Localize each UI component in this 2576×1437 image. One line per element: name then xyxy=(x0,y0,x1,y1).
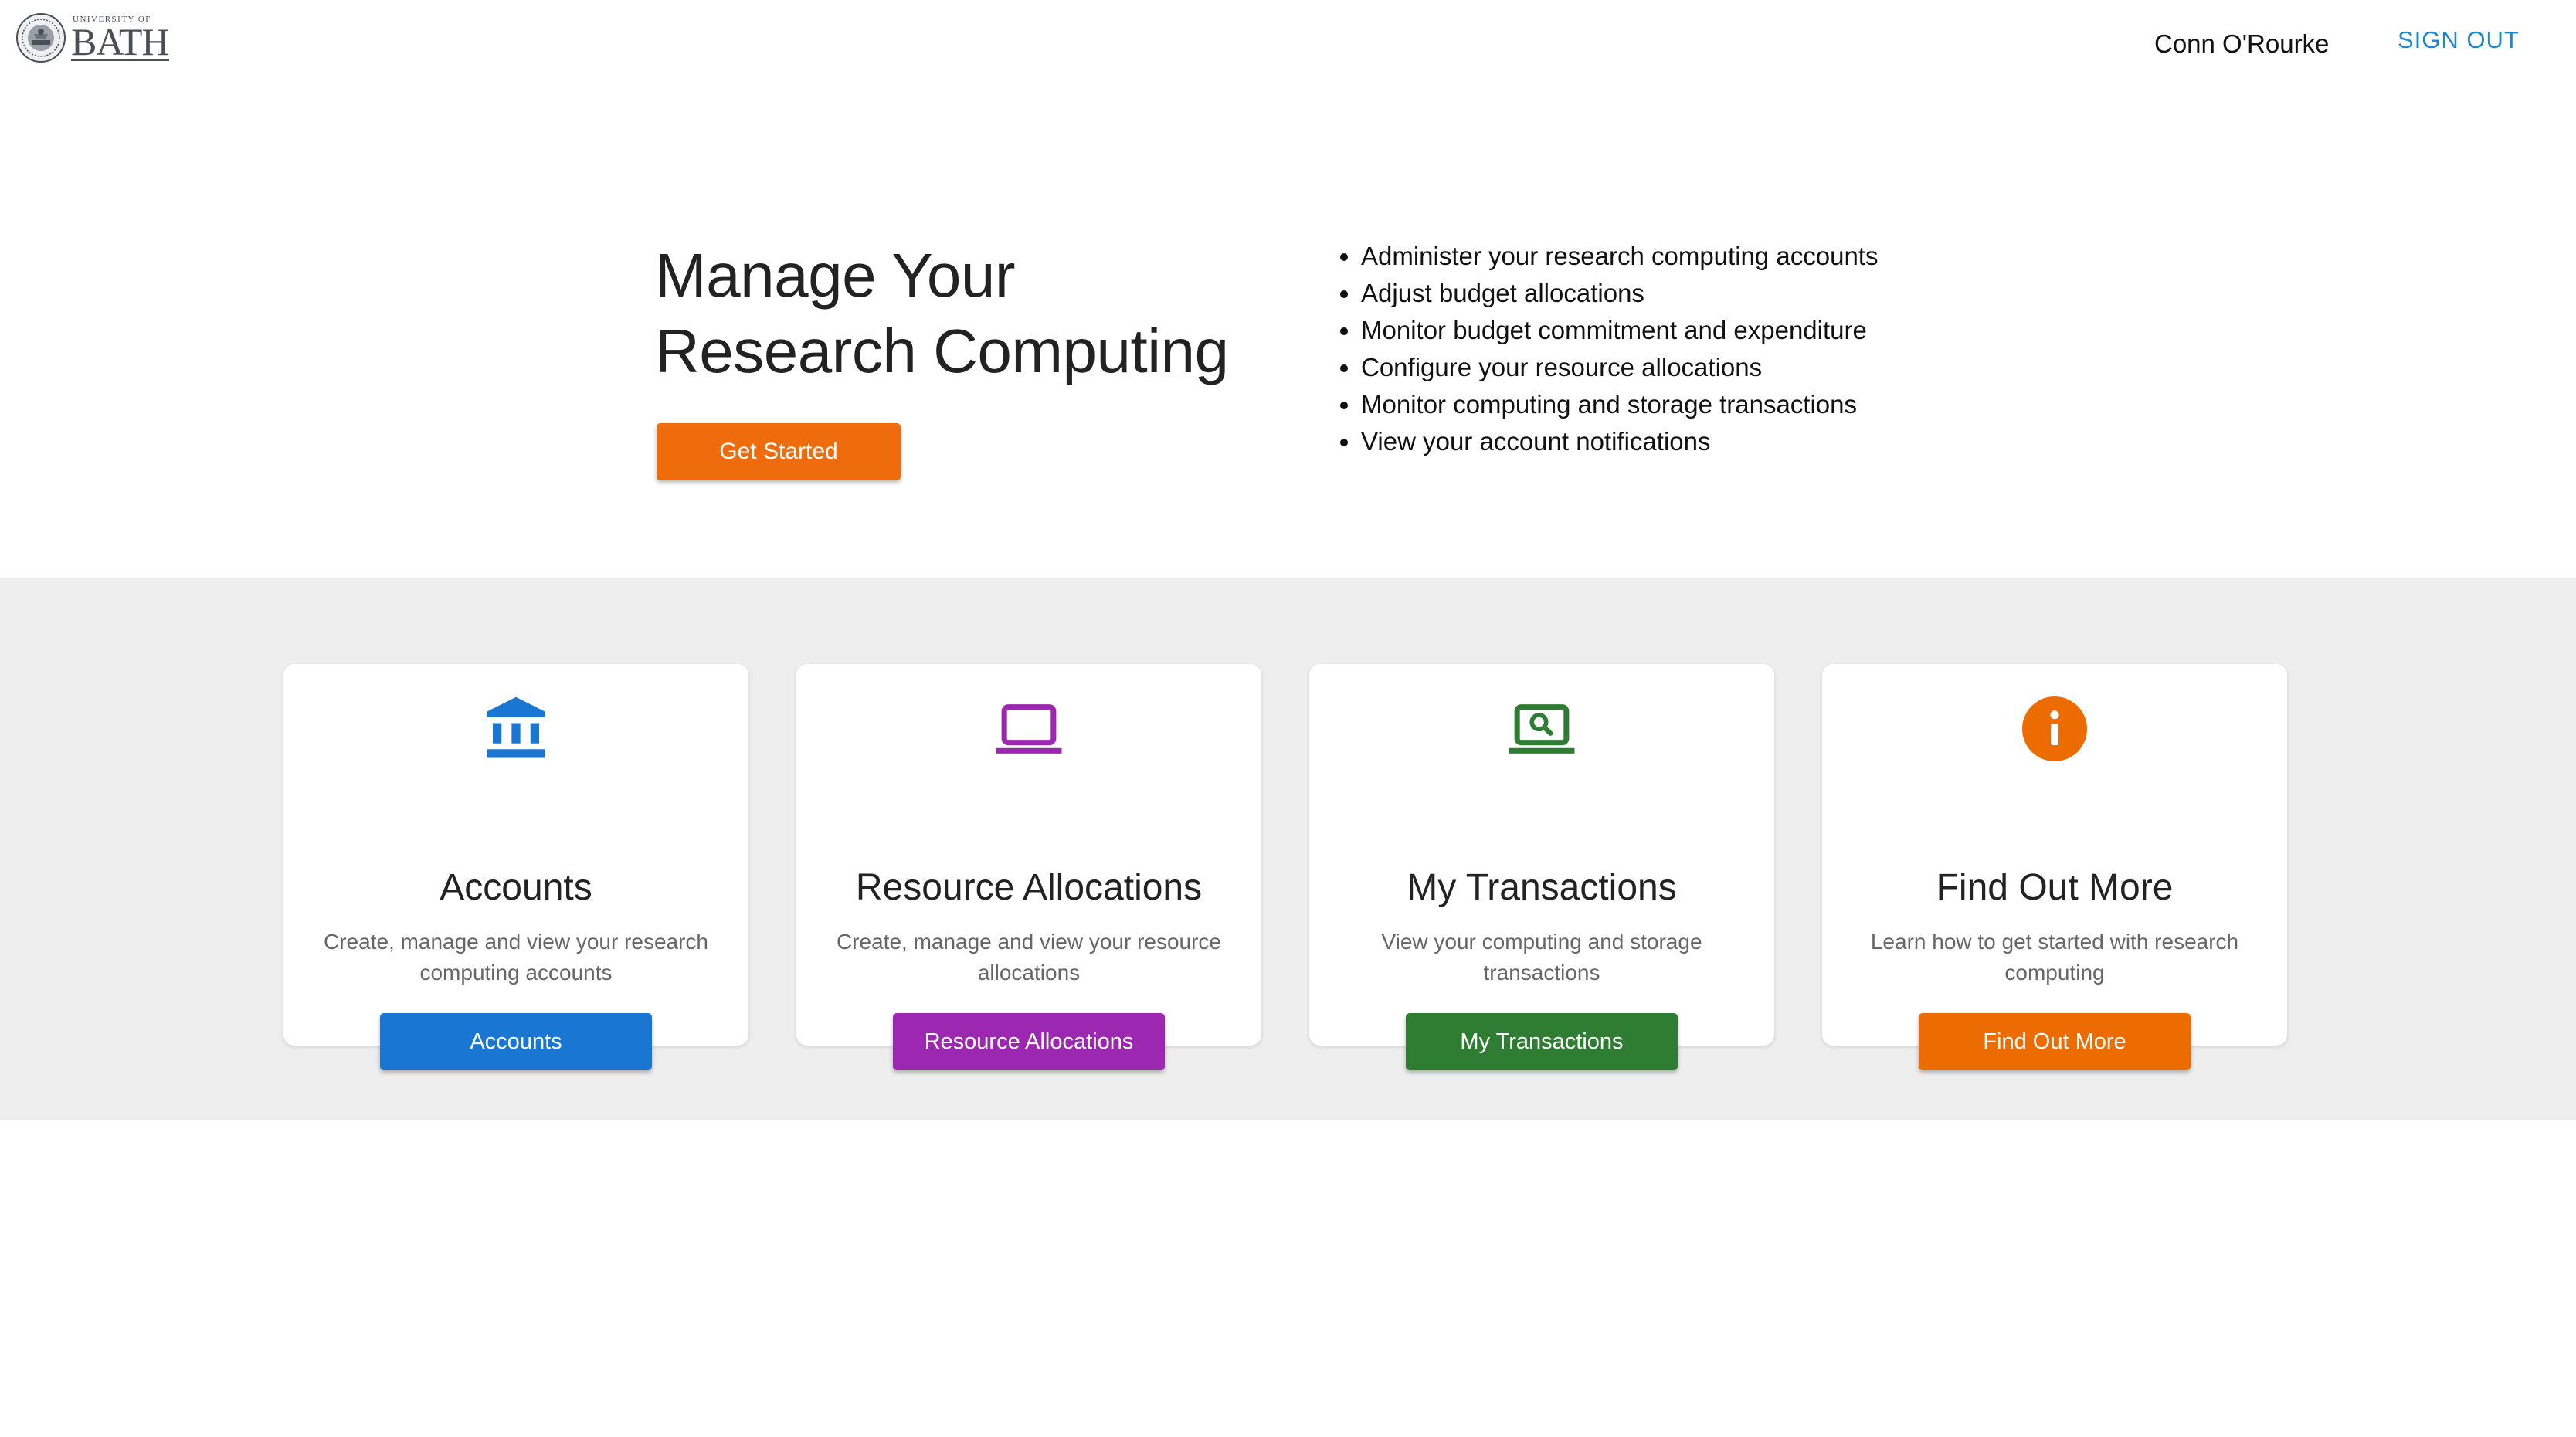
card-resource-allocations: Resource Allocations Create, manage and … xyxy=(796,664,1261,1070)
card-title: Accounts xyxy=(440,867,592,908)
info-icon xyxy=(2019,693,2090,764)
hero-title-line2: Research Computing xyxy=(655,317,1229,385)
resource-allocations-button[interactable]: Resource Allocations xyxy=(893,1013,1165,1070)
card-my-transactions: My Transactions View your computing and … xyxy=(1309,664,1774,1070)
feature-list: Administer your research computing accou… xyxy=(1330,238,1878,460)
logo-small-text: UNIVERSITY OF xyxy=(73,15,151,24)
info-icon-svg xyxy=(2022,696,2087,761)
hero-title: Manage Your Research Computing xyxy=(655,238,1242,389)
card-description: Create, manage and view your research co… xyxy=(323,930,709,985)
feature-item: View your account notifications xyxy=(1361,423,1878,460)
feature-cards-section: Accounts Create, manage and view your re… xyxy=(0,578,2576,1120)
feature-item: Monitor computing and storage transactio… xyxy=(1361,386,1878,423)
card-title: Resource Allocations xyxy=(855,867,1203,908)
accounts-button[interactable]: Accounts xyxy=(380,1013,652,1070)
card-description: Create, manage and view your resource al… xyxy=(836,930,1222,985)
hero-title-line1: Manage Your xyxy=(655,241,1016,310)
laptop-search-icon xyxy=(1506,693,1577,764)
bank-icon-svg xyxy=(487,696,545,758)
card-accounts: Accounts Create, manage and view your re… xyxy=(283,664,748,1070)
laptop-icon xyxy=(993,693,1064,764)
user-name: Conn O'Rourke xyxy=(2154,29,2330,58)
card-description: Learn how to get started with research c… xyxy=(1870,930,2239,985)
card-title: My Transactions xyxy=(1407,867,1677,908)
card-description: View your computing and storage transact… xyxy=(1381,930,1702,985)
logo-big-text: BATH xyxy=(71,20,170,63)
university-seal-icon xyxy=(16,13,66,63)
feature-item: Administer your research computing accou… xyxy=(1361,238,1878,275)
laptop-icon-svg xyxy=(996,704,1062,754)
feature-item: Monitor budget commitment and expenditur… xyxy=(1361,312,1878,349)
card-title: Find Out More xyxy=(1936,867,2174,908)
get-started-button[interactable]: Get Started xyxy=(657,423,901,480)
card-find-out-more: Find Out More Learn how to get started w… xyxy=(1822,664,2287,1070)
feature-item: Adjust budget allocations xyxy=(1361,275,1878,312)
logo-wordmark: UNIVERSITY OF BATH xyxy=(71,15,170,63)
laptop-search-icon-svg xyxy=(1509,704,1575,754)
bank-icon xyxy=(480,693,552,764)
feature-item: Configure your resource allocations xyxy=(1361,349,1878,386)
app-header: UNIVERSITY OF BATH Conn O'Rourke SIGN OU… xyxy=(0,0,2576,85)
find-out-more-button[interactable]: Find Out More xyxy=(1919,1013,2191,1070)
my-transactions-button[interactable]: My Transactions xyxy=(1406,1013,1678,1070)
university-logo[interactable]: UNIVERSITY OF BATH xyxy=(15,12,170,63)
sign-out-button[interactable]: SIGN OUT xyxy=(2398,26,2520,53)
